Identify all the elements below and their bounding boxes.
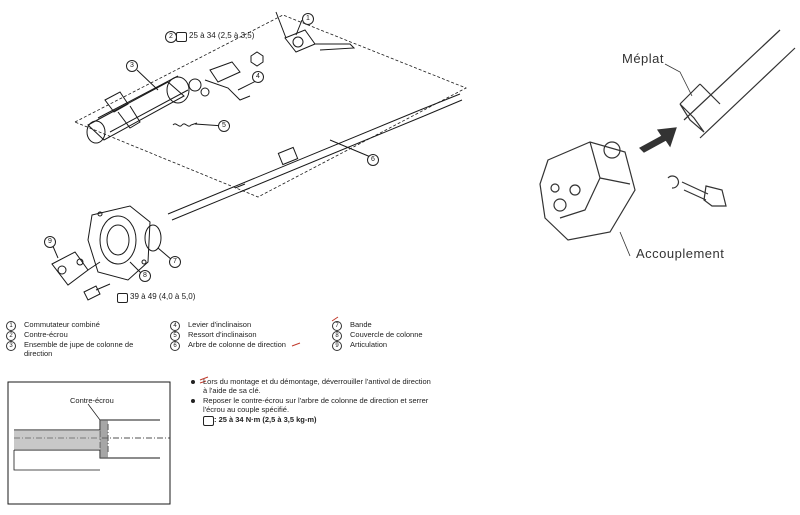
- insert-arrow: [639, 127, 677, 153]
- torque-spec-bottom: 39 à 49 (4,0 à 5,0): [130, 292, 196, 301]
- inset-label: Contre-écrou: [70, 396, 114, 405]
- legend-item-8: Couvercle de colonne: [350, 330, 423, 339]
- legend-num-8: 8: [332, 331, 342, 341]
- lock-nut: [250, 51, 264, 67]
- instruction-2: Reposer le contre-écrou sur l'arbre de c…: [203, 396, 429, 405]
- instruction-1: Lors du montage et du démontage, déverro…: [203, 377, 431, 386]
- bullet-icon: [191, 399, 195, 403]
- legend-item-1: Commutateur combiné: [24, 320, 100, 329]
- instruction-torque: : 25 à 34 N·m (2,5 à 3,5 kg-m): [214, 415, 317, 424]
- callout-9: 9: [44, 236, 56, 248]
- torque-spec-top: 25 à 34 (2,5 à 3,5): [189, 31, 255, 40]
- torque-wrench-icon: [117, 293, 128, 303]
- coupling-bolt: [681, 181, 709, 201]
- torque-wrench-icon: [176, 32, 187, 42]
- legend-item-6: Arbre de colonne de direction: [188, 340, 286, 349]
- legend-item-4: Levier d'inclinaison: [188, 320, 252, 329]
- legend-item-2: Contre-écrou: [24, 330, 68, 339]
- callout-8: 8: [139, 270, 151, 282]
- legend-num-3: 3: [6, 341, 16, 351]
- instruction-2-cont: l'écrou au couple spécifié.: [203, 405, 290, 414]
- callout-1: 1: [302, 13, 314, 25]
- assembly-outline: [74, 14, 467, 198]
- column-cover: [87, 205, 151, 281]
- callout-5: 5: [218, 120, 230, 132]
- coupling: [539, 141, 636, 241]
- legend-item-3: Ensemble de jupe de colonne de: [24, 340, 134, 349]
- snap-ring: [667, 175, 680, 189]
- combination-switch: [275, 11, 356, 53]
- label-accouplement: Accouplement: [636, 246, 725, 261]
- callout-3: 3: [126, 60, 138, 72]
- callout-6: 6: [367, 154, 379, 166]
- legend-num-2: 2: [6, 331, 16, 341]
- bullet-icon: [191, 380, 195, 384]
- band-ring: [144, 224, 162, 252]
- callout-7: 7: [169, 256, 181, 268]
- inset-frame: [7, 381, 171, 505]
- legend-num-6: 6: [170, 341, 180, 351]
- joint-bolt: [83, 283, 111, 301]
- legend-item-9: Articulation: [350, 340, 388, 349]
- legend-item-3-cont: direction: [24, 349, 53, 358]
- legend-num-4: 4: [170, 321, 180, 331]
- instruction-1-cont: à l'aide de sa clé.: [203, 386, 261, 395]
- column-jacket: [87, 81, 185, 141]
- tilt-spring: [172, 122, 198, 127]
- legend-item-7: Bande: [350, 320, 372, 329]
- torque-wrench-icon: [203, 416, 214, 426]
- legend-item-5: Ressort d'inclinaison: [188, 330, 257, 339]
- legend-num-5: 5: [170, 331, 180, 341]
- tilt-lever: [204, 79, 251, 101]
- legend-num-9: 9: [332, 341, 342, 351]
- callout-4: 4: [252, 71, 264, 83]
- legend-num-1: 1: [6, 321, 16, 331]
- steering-column-shaft: [167, 109, 425, 221]
- label-meplat: Méplat: [622, 51, 665, 66]
- detail-shaft: [683, 29, 796, 139]
- legend-num-7: 7: [332, 321, 342, 331]
